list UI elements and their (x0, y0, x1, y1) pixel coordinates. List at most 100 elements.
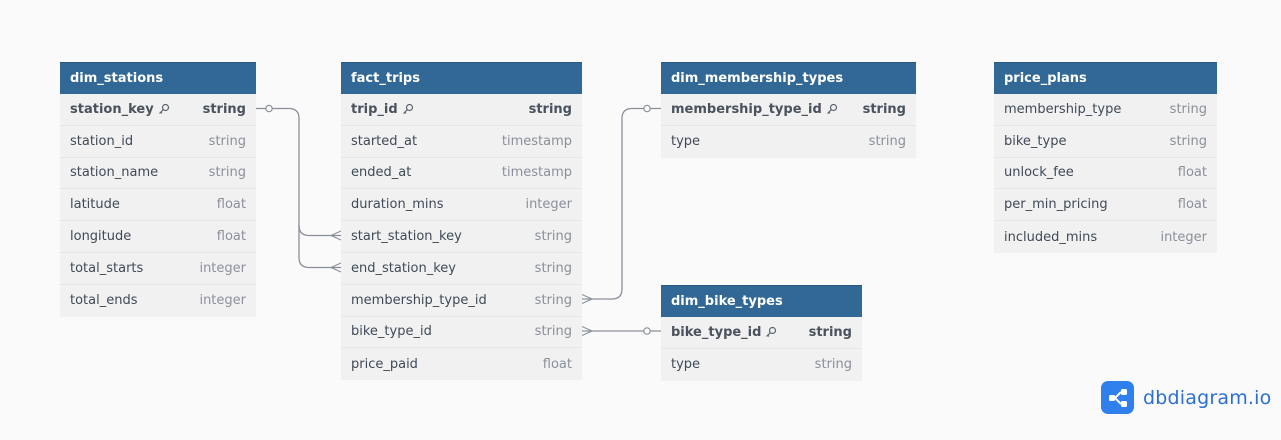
field-name-text: price_paid (351, 356, 418, 372)
key-icon (826, 104, 837, 115)
table-price-plans[interactable]: price_plans membership_type string bike_typ… (994, 62, 1217, 253)
field-type: float (542, 356, 572, 372)
field-type: float (216, 229, 246, 245)
field-name-text: membership_type (1004, 101, 1122, 117)
field-name-text: included_mins (1004, 229, 1098, 245)
field-type: string (534, 229, 572, 245)
field-type: integer (1160, 229, 1207, 245)
many-marker-start (330, 230, 342, 241)
field-name: membership_type_id (351, 293, 487, 308)
field-name: station_key (70, 102, 170, 117)
field-name: started_at (351, 134, 417, 149)
field-name-text: per_min_pricing (1004, 197, 1108, 213)
link-station-start (256, 107, 341, 237)
field-name: price_paid (351, 357, 418, 372)
field-row[interactable]: included_mins integer (994, 221, 1217, 253)
field-name-text: longitude (70, 229, 132, 245)
field-name-text: ended_at (351, 165, 412, 181)
field-row[interactable]: membership_type string (994, 94, 1217, 126)
field-name: membership_type (1004, 102, 1121, 117)
field-name-text: unlock_fee (1004, 165, 1074, 181)
field-row[interactable]: per_min_pricing float (994, 189, 1217, 222)
field-name: bike_type (1004, 134, 1066, 149)
field-row[interactable]: type string (661, 126, 916, 158)
field-name: total_starts (70, 261, 143, 276)
field-name-text: duration_mins (351, 197, 444, 213)
field-type: string (814, 357, 852, 373)
field-row[interactable]: started_at timestamp (341, 126, 582, 158)
field-type: string (1169, 101, 1207, 117)
field-name: longitude (70, 229, 131, 244)
key-icon (158, 104, 169, 115)
field-name-text: trip_id (351, 101, 398, 117)
field-name: trip_id (351, 102, 414, 117)
table-header[interactable]: dim_bike_types (661, 285, 862, 317)
share-nodes-icon (1101, 381, 1134, 414)
one-marker-bike (643, 327, 651, 335)
link-membership (582, 107, 661, 300)
field-row[interactable]: start_station_key string (341, 221, 582, 253)
field-name-text: type (671, 357, 701, 373)
key-icon (766, 327, 777, 338)
field-name-text: station_key (70, 101, 154, 117)
table-header[interactable]: dim_stations (60, 62, 256, 94)
field-type: string (534, 292, 572, 308)
field-name-text: type (671, 134, 701, 150)
field-row[interactable]: type string (661, 349, 862, 381)
field-type: string (868, 134, 906, 150)
field-type: string (528, 101, 572, 117)
field-row[interactable]: ended_at timestamp (341, 158, 582, 190)
field-name: membership_type_id (671, 102, 838, 117)
field-name: station_id (70, 134, 133, 149)
brand-logo[interactable]: dbdiagram.io (1101, 381, 1271, 414)
field-row[interactable]: membership_type_id string (661, 94, 916, 126)
table-header[interactable]: fact_trips (341, 62, 582, 94)
field-type: string (208, 165, 246, 181)
field-name-text: bike_type_id (351, 324, 432, 340)
link-station-end (298, 225, 341, 269)
table-header[interactable]: dim_membership_types (661, 62, 916, 94)
key-icon (402, 104, 413, 115)
many-marker-end (330, 262, 342, 273)
field-type: timestamp (501, 165, 572, 181)
field-type: float (1177, 165, 1207, 181)
field-row[interactable]: duration_mins integer (341, 189, 582, 222)
field-type: timestamp (501, 133, 572, 149)
field-row[interactable]: membership_type_id string (341, 285, 582, 317)
field-row[interactable]: trip_id string (341, 94, 582, 126)
field-name-text: total_starts (70, 260, 144, 276)
field-type: integer (199, 260, 246, 276)
field-row[interactable]: unlock_fee float (994, 158, 1217, 190)
field-type: string (202, 101, 246, 117)
field-type: float (1177, 197, 1207, 213)
field-name-text: station_id (70, 133, 134, 149)
many-marker-membership (581, 293, 593, 305)
table-header[interactable]: price_plans (994, 62, 1217, 94)
one-marker-membership (643, 104, 651, 113)
field-row[interactable]: longitude float (60, 221, 256, 253)
field-name-text: start_station_key (351, 229, 462, 245)
field-type: integer (525, 197, 572, 213)
field-name-text: membership_type_id (351, 292, 487, 308)
field-name: unlock_fee (1004, 165, 1074, 180)
field-name-text: bike_type (1004, 133, 1067, 149)
field-name: end_station_key (351, 261, 456, 276)
field-row[interactable]: station_key string (60, 94, 256, 126)
field-type: integer (199, 293, 246, 309)
field-row[interactable]: price_paid float (341, 348, 582, 380)
field-row[interactable]: total_starts integer (60, 253, 256, 285)
field-type: string (862, 101, 906, 117)
field-name: included_mins (1004, 230, 1097, 245)
